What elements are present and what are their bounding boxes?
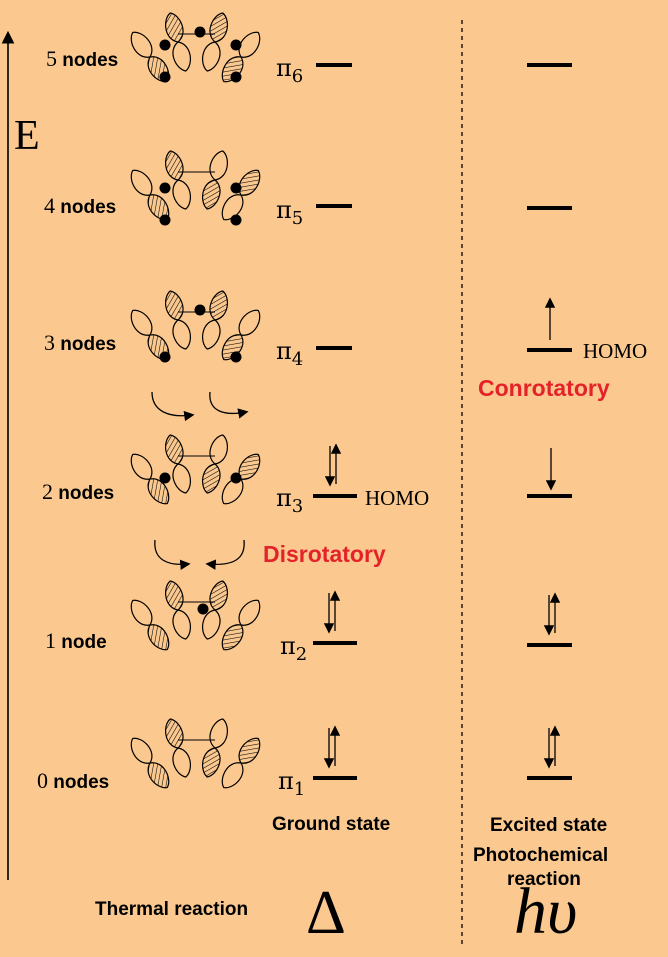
node-label-3: 3 nodes — [44, 330, 117, 355]
orbital-lobe — [209, 150, 228, 181]
pi-label-6: π6 — [276, 54, 304, 87]
orbital-lobe — [130, 599, 153, 626]
pi-label-3: π3 — [276, 484, 304, 517]
orbital-group-level-3 — [130, 434, 261, 505]
pi-label-4: π4 — [276, 337, 304, 370]
orbital-lobe — [172, 41, 191, 72]
disrotatory-arrow-left — [154, 539, 191, 570]
disrotatory-arrow-right — [205, 539, 245, 570]
homo-label-excited: HOMO — [583, 339, 648, 363]
orbital-lobe — [202, 179, 221, 210]
orbital-lobe — [209, 12, 228, 43]
node-dot — [159, 351, 171, 363]
node-dot — [230, 71, 242, 83]
orbital-lobe — [209, 434, 228, 465]
orbital-lobe — [130, 309, 153, 336]
orbital-lobe — [238, 309, 261, 336]
thermal-reaction-label: Thermal reaction — [95, 899, 249, 920]
photochemical-label: Photochemical — [473, 845, 609, 866]
orbital-lobe — [165, 12, 184, 43]
reaction-label: reaction — [507, 869, 581, 890]
orbital-group-level-4 — [130, 580, 261, 651]
orbital-lobe — [130, 31, 153, 58]
orbital-lobes — [130, 12, 261, 789]
node-dot — [197, 603, 209, 615]
node-dot — [230, 182, 242, 194]
orbital-lobe — [147, 762, 170, 789]
conrotatory-arrow-right — [209, 391, 249, 419]
orbital-lobe — [147, 624, 170, 651]
orbital-lobe — [165, 718, 184, 749]
orbital-lobe — [238, 453, 261, 480]
pi-label-5: π5 — [276, 196, 304, 229]
orbital-lobe — [172, 747, 191, 778]
orbital-lobe — [202, 41, 221, 72]
orbital-lobe — [130, 737, 153, 764]
orbital-lobe — [202, 463, 221, 494]
orbital-lobe — [147, 478, 170, 505]
node-dot — [159, 214, 171, 226]
orbital-lobe — [172, 463, 191, 494]
delta-symbol: Δ — [306, 879, 346, 947]
orbital-lobe — [221, 762, 244, 789]
excited-state-label: Excited state — [490, 815, 608, 836]
node-label-1: 1 node — [45, 628, 107, 653]
node-dot — [159, 39, 171, 51]
node-dot — [194, 26, 206, 38]
orbital-lobe — [221, 624, 244, 651]
disrotatory-label: Disrotatory — [263, 541, 386, 567]
conrotatory-arrow-left — [151, 391, 195, 422]
orbital-lobe — [172, 319, 191, 350]
energy-axis-label: E — [14, 113, 40, 159]
conrotatory-label: Conrotatory — [478, 375, 610, 401]
node-dot — [230, 472, 242, 484]
node-label-0: 0 nodes — [37, 768, 110, 793]
orbital-lobe — [202, 609, 221, 640]
node-label-4: 4 nodes — [44, 193, 117, 218]
orbital-lobe — [221, 478, 244, 505]
homo-label-ground: HOMO — [365, 486, 430, 510]
orbital-group-level-0 — [130, 12, 261, 83]
orbital-group-level-2 — [130, 290, 261, 361]
electron-arrows — [323, 297, 561, 769]
orbital-lobe — [172, 609, 191, 640]
orbital-lobe — [202, 747, 221, 778]
node-dot — [230, 39, 242, 51]
orbital-lobe — [209, 718, 228, 749]
node-label-2: 2 nodes — [42, 479, 115, 504]
orbital-lobe — [209, 580, 228, 611]
orbital-lobe — [238, 737, 261, 764]
orbital-lobe — [221, 194, 244, 221]
orbital-lobe — [165, 434, 184, 465]
node-dot — [194, 304, 206, 316]
orbital-lobe — [165, 150, 184, 181]
node-dot — [159, 71, 171, 83]
orbital-lobe — [165, 580, 184, 611]
ground-state-label: Ground state — [272, 814, 391, 835]
orbital-lobe — [130, 169, 153, 196]
energy-levels — [313, 63, 572, 780]
orbital-lobe — [202, 319, 221, 350]
orbital-lobe — [165, 290, 184, 321]
orbital-group-level-1 — [130, 150, 261, 221]
rotation-arrows — [151, 391, 249, 570]
hv-symbol: hυ — [514, 875, 578, 948]
orbital-lobe — [130, 453, 153, 480]
node-dot — [159, 472, 171, 484]
node-dot — [230, 351, 242, 363]
orbital-lobe — [209, 290, 228, 321]
node-dot — [230, 214, 242, 226]
node-dot — [159, 182, 171, 194]
node-label-5: 5 nodes — [46, 46, 119, 71]
orbital-group-level-5 — [130, 718, 261, 789]
pi-label-2: π2 — [280, 632, 308, 665]
pi-label-1: π1 — [278, 767, 306, 800]
orbital-lobe — [238, 599, 261, 626]
orbital-lobe — [172, 179, 191, 210]
